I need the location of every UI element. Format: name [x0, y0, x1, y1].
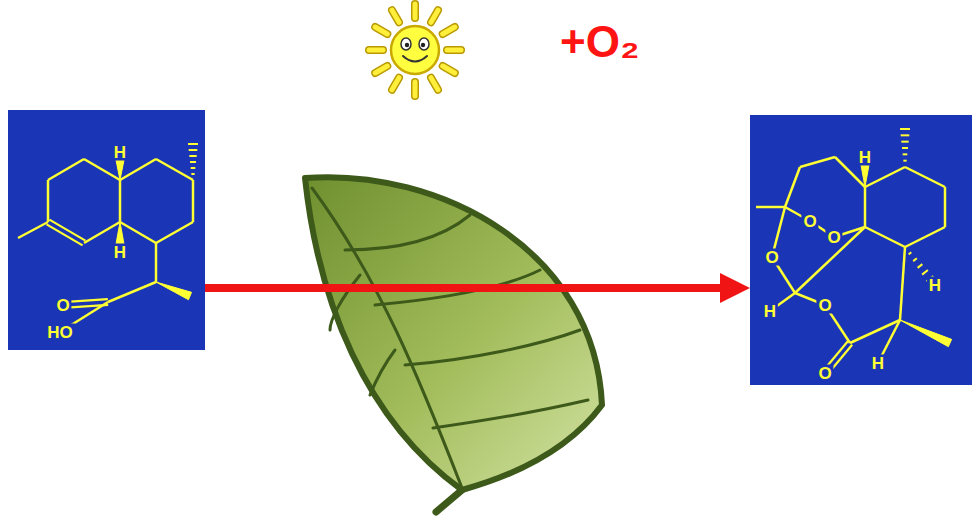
atom-label: H	[762, 303, 778, 320]
hashed-bond	[188, 143, 198, 145]
bond-line	[800, 157, 835, 167]
hashed-bond	[189, 149, 198, 151]
bond-line	[47, 180, 50, 222]
reactant-label: +O₂	[560, 20, 639, 64]
bond-line	[155, 243, 158, 282]
hashed-bond	[922, 270, 928, 275]
wedge-bond	[116, 222, 124, 244]
hashed-bond	[903, 153, 908, 155]
bond-line	[84, 159, 120, 180]
bond-line	[850, 320, 900, 343]
atom-label: O	[801, 213, 818, 230]
bond-line	[795, 227, 865, 293]
hashed-bond	[902, 147, 908, 149]
hashed-bond	[189, 155, 196, 157]
bond-line	[119, 180, 122, 222]
wedge-bond	[900, 320, 952, 347]
hashed-bond	[191, 173, 194, 175]
double-bond	[47, 224, 83, 245]
bond-line	[864, 187, 867, 227]
bond-line	[905, 227, 945, 247]
bond-line	[156, 222, 193, 243]
bond-line	[108, 282, 156, 302]
atom-label: H	[112, 144, 128, 161]
atom-label: H	[870, 355, 886, 372]
hashed-bond	[190, 161, 196, 163]
hashed-bond	[918, 264, 923, 268]
sun	[369, 4, 461, 96]
atom-label: O	[816, 365, 833, 382]
bond-line	[48, 159, 84, 180]
hashed-bond	[901, 141, 908, 143]
reaction-arrow	[205, 273, 750, 303]
hashed-bond	[909, 252, 912, 254]
bond-line	[905, 167, 945, 187]
hashed-bond	[191, 167, 196, 169]
molecule-panel: HOOOHOHHO	[750, 115, 972, 385]
bond-line	[785, 167, 800, 207]
atom-label: H	[857, 149, 873, 166]
atom-label: O	[816, 297, 833, 314]
arrow-head	[720, 273, 750, 303]
wedge-bond	[156, 282, 192, 300]
bond-line	[120, 159, 156, 180]
bond-line	[865, 227, 905, 247]
atom-label: O	[825, 229, 842, 246]
arrow-shaft	[205, 284, 722, 292]
atom-label: H	[112, 244, 128, 261]
bond-line	[156, 159, 193, 180]
bond-line	[18, 222, 48, 238]
hashed-bond	[903, 160, 906, 162]
hashed-bond	[913, 258, 917, 261]
atom-label: HO	[45, 324, 75, 341]
bond-line	[120, 222, 156, 243]
atom-label: O	[763, 249, 780, 266]
hashed-bond	[901, 134, 910, 136]
bond-line	[84, 222, 120, 243]
bond-line	[900, 247, 905, 320]
molecule-panel: HHOHO	[8, 110, 205, 350]
bond-line	[865, 167, 905, 187]
leaf	[305, 177, 602, 512]
molecule-structure	[8, 110, 205, 350]
bond-line	[944, 187, 947, 227]
atom-label: O	[54, 297, 71, 314]
atom-label: H	[927, 277, 943, 294]
hashed-bond	[900, 128, 910, 130]
wedge-bond	[116, 160, 124, 180]
bond-line	[756, 206, 785, 209]
bond-line	[192, 180, 195, 222]
